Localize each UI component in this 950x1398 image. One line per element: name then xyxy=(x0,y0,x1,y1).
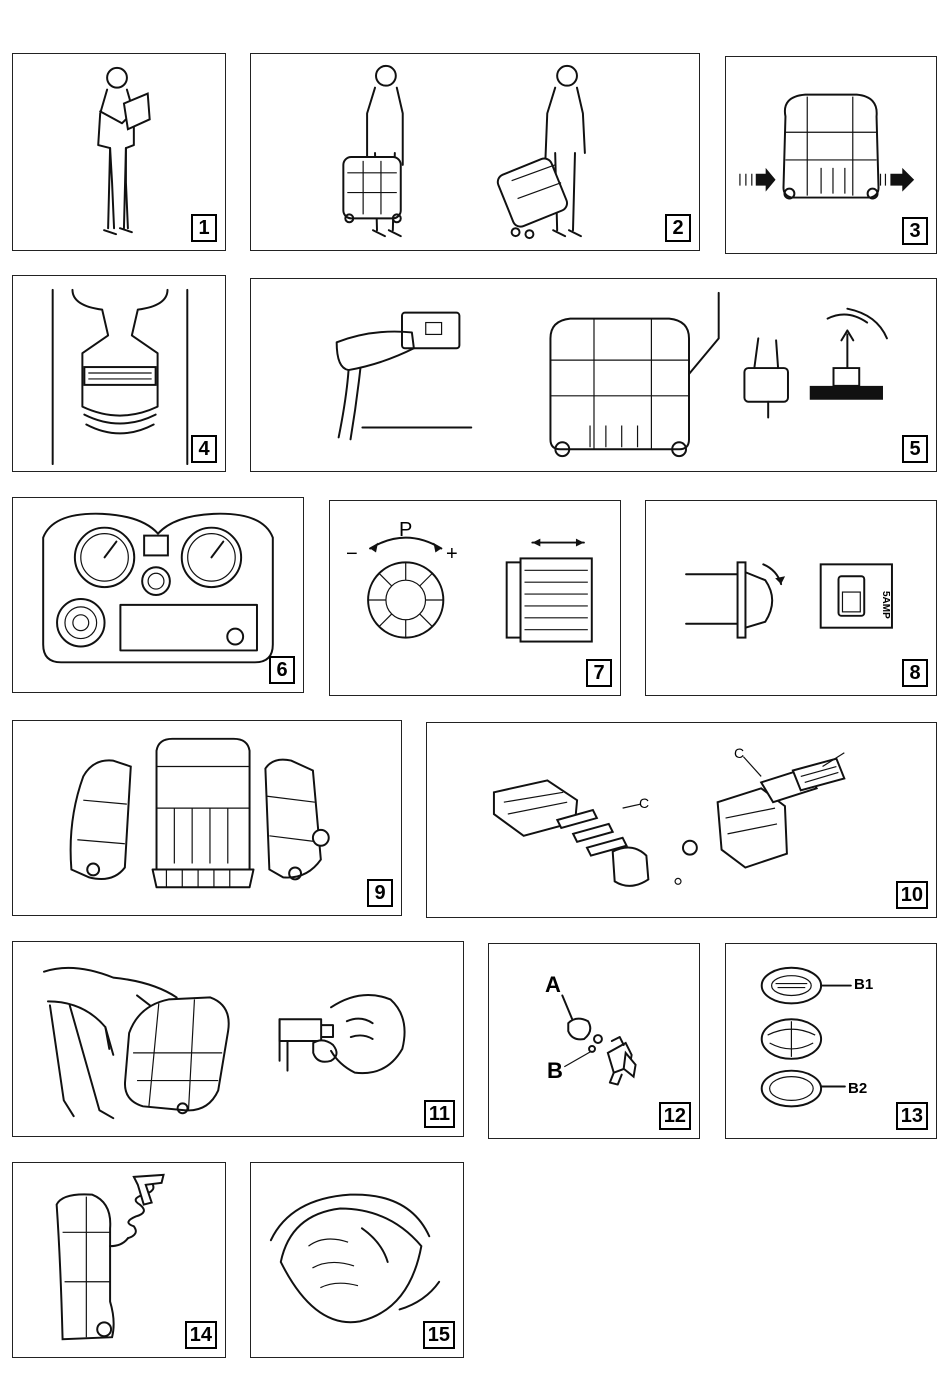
thermal-switch-illustration xyxy=(646,501,936,695)
figure-11-panel: 11 xyxy=(12,941,464,1137)
figure-number: 7 xyxy=(586,659,612,687)
minus-label: − xyxy=(346,543,358,566)
figure-14-panel: 14 xyxy=(12,1162,226,1358)
figure-2-panel: 2 xyxy=(250,53,700,251)
figure-15-panel: 15 xyxy=(250,1162,464,1358)
valve-plates-exploded-illustration xyxy=(427,723,936,917)
part-b1-label: B1 xyxy=(854,976,873,993)
part-a-label: A xyxy=(545,972,561,998)
figure-7-panel: P − + 7 xyxy=(329,500,621,696)
figure-number: 1 xyxy=(191,214,217,242)
figure-5-panel: 5 xyxy=(250,278,937,472)
part-c-label: C xyxy=(734,745,744,761)
pressure-regulator-illustration xyxy=(330,501,620,695)
plug-and-pressure-switch-illustration xyxy=(251,279,936,471)
figure-number: 15 xyxy=(423,1321,455,1349)
figure-4-panel: 4 xyxy=(12,275,226,472)
housing-exploded-illustration xyxy=(13,721,401,915)
figure-12-panel: A B 12 xyxy=(488,943,700,1139)
figure-number: 13 xyxy=(896,1102,928,1130)
part-b-label: B xyxy=(547,1058,563,1084)
figure-6-panel: 6 xyxy=(12,497,304,693)
figure-number: 9 xyxy=(367,879,393,907)
pressure-label: P xyxy=(399,519,412,542)
figure-1-panel: 1 xyxy=(12,53,226,251)
amp-rating-label: 5AMP xyxy=(880,591,891,619)
figure-9-panel: 9 xyxy=(12,720,402,916)
figure-3-panel: 3 xyxy=(725,56,937,254)
figure-number: 3 xyxy=(902,217,928,245)
figure-number: 6 xyxy=(269,656,295,684)
figure-number: 4 xyxy=(191,435,217,463)
figure-10-panel: C C 10 xyxy=(426,722,937,918)
person-carrying-compressor-illustration xyxy=(251,54,699,250)
part-b2-label: B2 xyxy=(848,1080,867,1097)
part-c-label: C xyxy=(639,795,649,811)
figure-number: 5 xyxy=(902,435,928,463)
figure-number: 11 xyxy=(424,1100,455,1128)
figure-number: 10 xyxy=(896,881,928,909)
tank-drain-illustration xyxy=(13,942,463,1136)
control-panel-gauges-illustration xyxy=(13,498,303,692)
figure-number: 2 xyxy=(665,214,691,242)
plus-label: + xyxy=(446,543,458,566)
figure-8-panel: 5AMP 8 xyxy=(645,500,937,696)
figure-number: 8 xyxy=(902,659,928,687)
figure-number: 14 xyxy=(185,1321,217,1349)
figure-number: 12 xyxy=(659,1102,691,1130)
figure-13-panel: B1 B2 13 xyxy=(725,943,937,1139)
